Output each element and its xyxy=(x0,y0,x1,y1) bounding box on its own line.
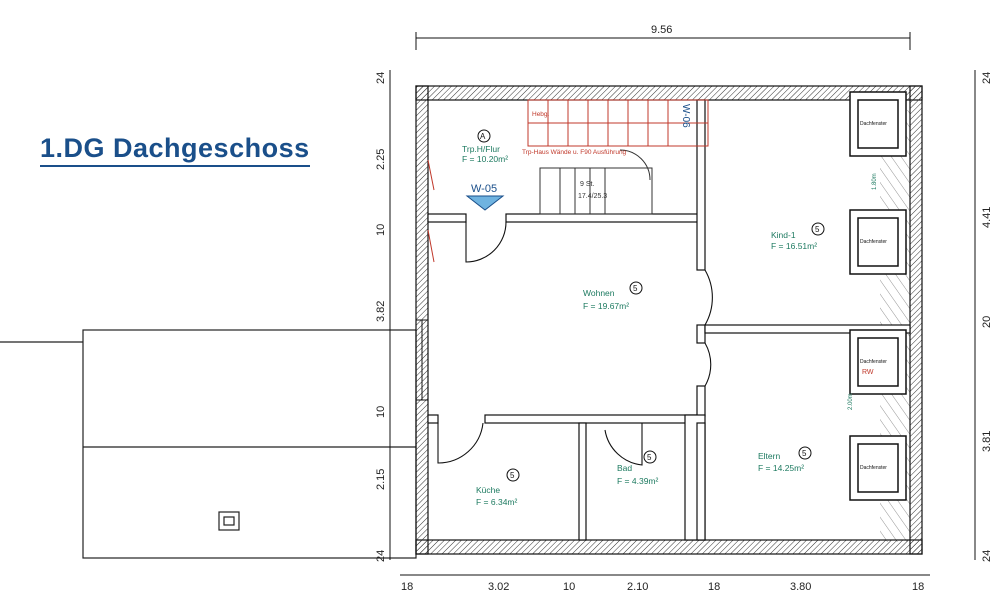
svg-text:20: 20 xyxy=(981,316,993,328)
neighbour-building xyxy=(0,329,417,559)
dachfenster-label: Dachfenster xyxy=(860,121,887,127)
room-name: Wohnen xyxy=(583,288,615,298)
svg-text:18: 18 xyxy=(401,581,413,593)
w05-marker xyxy=(465,195,505,211)
room-area: F = 19.67m² xyxy=(583,301,629,311)
room-marker: 5 xyxy=(510,471,515,480)
room-name: Eltern xyxy=(758,451,780,461)
stair-top-note: Hebg. xyxy=(532,111,550,118)
room-marker: 5 xyxy=(802,449,807,458)
left-dimensions: 24 2.25 10 3.82 10 2.15 24 xyxy=(375,72,387,562)
svg-text:24: 24 xyxy=(375,72,387,84)
room-marker-circle xyxy=(477,129,491,143)
dachfenster-label: Dachfenster xyxy=(860,359,887,365)
stair-marks-left xyxy=(427,159,435,263)
room-area: F = 16.51m² xyxy=(771,241,817,251)
staircase xyxy=(539,149,653,215)
room-area: F = 14.25m² xyxy=(758,463,804,473)
staircase-upper xyxy=(527,99,709,147)
svg-text:24: 24 xyxy=(375,550,387,562)
w05-label: W-05 xyxy=(471,183,497,195)
room-name: Bad xyxy=(617,463,632,473)
svg-text:10: 10 xyxy=(375,224,387,236)
svg-text:10: 10 xyxy=(375,406,387,418)
svg-text:18: 18 xyxy=(912,581,924,593)
room-name: Trp.H/Flur xyxy=(462,144,500,154)
room-area: F = 4.39m² xyxy=(617,476,659,486)
dachfenster-label: Dachfenster xyxy=(860,239,887,245)
room-marker: A xyxy=(480,132,486,141)
w06-label: W-06 xyxy=(680,104,691,128)
height-note: 1.80m xyxy=(872,173,878,190)
height-note: 2.00m xyxy=(848,393,854,410)
svg-text:3.02: 3.02 xyxy=(488,581,509,593)
dachfenster-label: Dachfenster xyxy=(860,465,887,471)
stair-dim: 17.4/25.3 xyxy=(578,193,607,200)
svg-text:24: 24 xyxy=(981,550,993,562)
stair-count: 9 St. xyxy=(580,181,594,188)
svg-text:18: 18 xyxy=(708,581,720,593)
room-marker: 5 xyxy=(647,453,652,462)
svg-text:3.81: 3.81 xyxy=(981,431,993,452)
right-dimensions: 24 4.41 20 3.81 24 xyxy=(981,72,993,562)
drawing-title: 1.DG Dachgeschoss xyxy=(40,132,310,167)
stair-note: Trp-Haus Wände u. F90 Ausführung xyxy=(522,149,627,156)
svg-text:2.10: 2.10 xyxy=(627,581,648,593)
dim-top: 9.56 xyxy=(651,24,672,36)
room-labels: A Trp.H/Flur F = 10.20m² 5 Kind-1 F = 16… xyxy=(462,129,825,507)
svg-text:4.41: 4.41 xyxy=(981,207,993,228)
svg-text:2.25: 2.25 xyxy=(375,149,387,170)
svg-text:3.80: 3.80 xyxy=(790,581,811,593)
svg-text:10: 10 xyxy=(563,581,575,593)
room-area: F = 10.20m² xyxy=(462,154,508,164)
rw-label: RW xyxy=(862,369,874,376)
room-marker: 5 xyxy=(633,284,638,293)
bottom-dimensions: 18 3.02 10 2.10 18 3.80 18 xyxy=(401,581,924,593)
room-marker: 5 xyxy=(815,225,820,234)
chimney-symbol xyxy=(218,511,240,531)
room-name: Küche xyxy=(476,485,500,495)
left-windows xyxy=(415,319,429,401)
door-swings xyxy=(437,221,713,466)
room-area: F = 6.34m² xyxy=(476,497,518,507)
room-name: Kind-1 xyxy=(771,230,796,240)
svg-text:3.82: 3.82 xyxy=(375,301,387,322)
svg-text:2.15: 2.15 xyxy=(375,469,387,490)
inner-walls xyxy=(427,99,911,541)
roof-windows xyxy=(849,91,907,501)
dimension-lines xyxy=(389,32,976,576)
svg-text:24: 24 xyxy=(981,72,993,84)
